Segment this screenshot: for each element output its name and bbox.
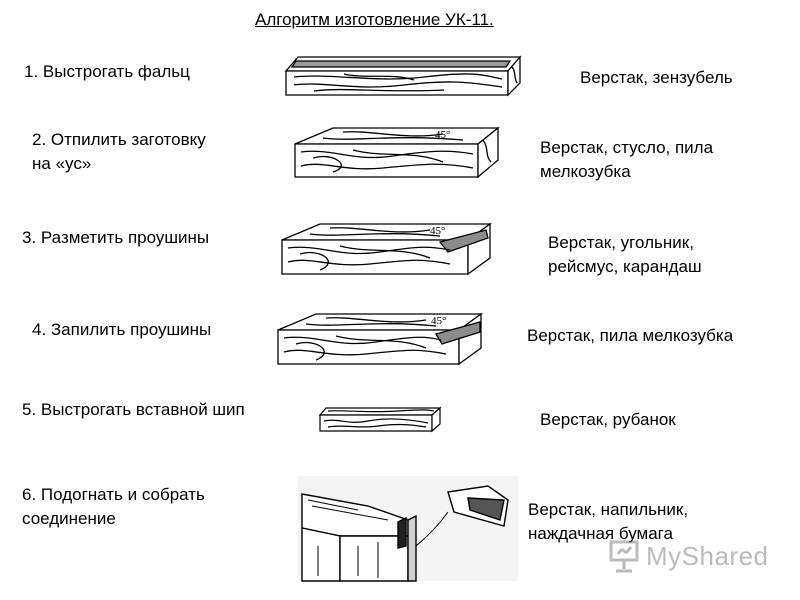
step-6-illustration — [298, 476, 518, 582]
step-1-illustration — [284, 55, 522, 97]
step-1-label: 1. Выстрогать фальц — [24, 62, 190, 81]
step-2-illustration: 45° — [294, 126, 500, 179]
step-2-label: 2. Отпилить заготовку на «ус» — [32, 130, 206, 173]
myshared-watermark: MyShared — [608, 536, 778, 576]
step-3-tools: Верстак, угольник, рейсмус, карандаш — [548, 233, 702, 276]
presentation-board-icon — [609, 540, 639, 573]
step-5-label: 5. Выстрогать вставной шип — [22, 400, 245, 419]
step-5-illustration — [318, 406, 442, 433]
step-6-tools: Верстак, напильник, наждачная бумага — [528, 500, 689, 543]
page-title: Алгоритм изготовление УК-11. — [255, 10, 494, 29]
step-4-tools: Верстак, пила мелкозубка — [527, 326, 734, 345]
step-2-tools: Верстак, стусло, пила мелкозубка — [540, 138, 714, 181]
step-3-illustration: 45° — [281, 222, 492, 276]
step-4-angle: 45° — [431, 315, 446, 327]
step-4-label: 4. Запилить проушины — [32, 320, 212, 339]
step-5-tools: Верстак, рубанок — [540, 410, 676, 429]
step-4-illustration: 45° — [277, 312, 483, 366]
step-6-label: 6. Подогнать и собрать соединение — [22, 485, 205, 528]
step-1-tools: Верстак, зензубель — [580, 68, 733, 87]
step-3-angle: 45° — [430, 225, 445, 237]
step-2-angle: 45° — [435, 129, 450, 141]
watermark-text: MyShared — [646, 541, 769, 571]
step-3-label: 3. Разметить проушины — [22, 228, 210, 247]
